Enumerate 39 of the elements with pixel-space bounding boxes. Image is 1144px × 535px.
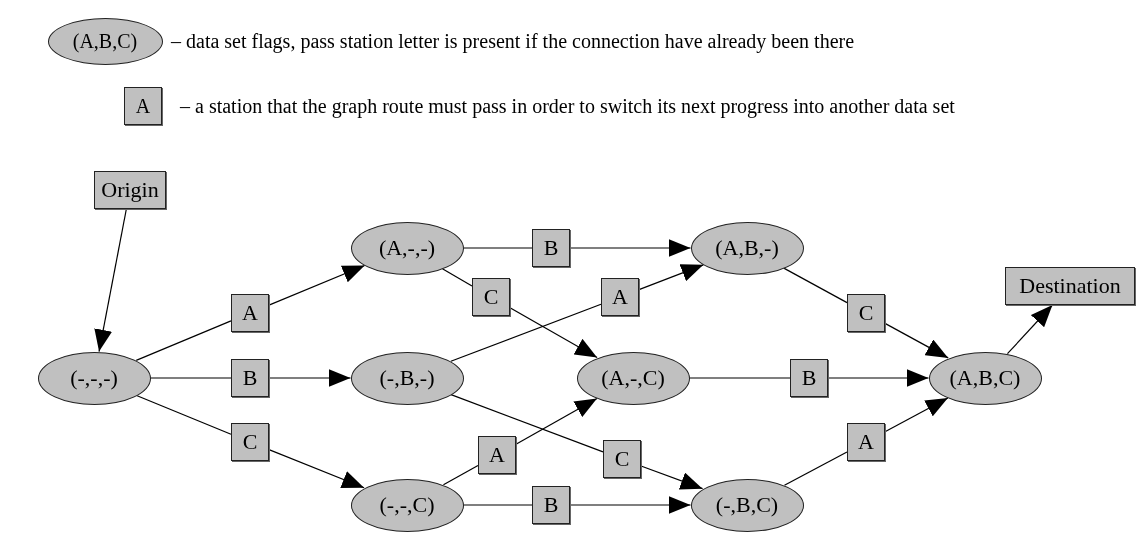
- arrow: [638, 264, 704, 291]
- station-box: A: [601, 278, 639, 316]
- arrow: [94, 208, 127, 353]
- arrow: [569, 496, 692, 514]
- arrow: [884, 322, 949, 359]
- station-box: A: [478, 436, 516, 474]
- station-box: B: [532, 486, 570, 524]
- station-box: B: [532, 229, 570, 267]
- station-box: A: [231, 294, 269, 332]
- state-ellipse: (-,-,-): [37, 351, 151, 405]
- station-box: C: [847, 294, 885, 332]
- arrow: [268, 449, 365, 489]
- state-ellipse: (A,-,C): [576, 351, 690, 405]
- terminal-box: Destination: [1005, 267, 1135, 305]
- station-box: B: [790, 359, 828, 397]
- station-box: A: [847, 423, 885, 461]
- station-box: C: [603, 440, 641, 478]
- arrow: [640, 465, 704, 490]
- arrow: [884, 397, 949, 433]
- legend-description: – a station that the graph route must pass in order to switch its next progress into another data set: [180, 94, 956, 118]
- state-ellipse: (A,B,C): [47, 17, 163, 65]
- terminal-box: Origin: [94, 171, 166, 209]
- arrow: [268, 369, 352, 387]
- legend-description: – data set flags, pass station letter is present if the connection have already been there: [171, 29, 856, 53]
- arrow: [827, 369, 930, 387]
- state-ellipse: (A,-,-): [350, 221, 464, 275]
- station-box: C: [231, 423, 269, 461]
- station-box: B: [231, 359, 269, 397]
- station-box: C: [472, 278, 510, 316]
- state-ellipse: (-,-,C): [350, 478, 464, 532]
- state-ellipse: (A,B,-): [690, 221, 804, 275]
- arrow: [515, 397, 598, 445]
- state-ellipse: (-,B,-): [350, 351, 464, 405]
- state-ellipse: (A,B,C): [928, 351, 1042, 405]
- station-box: A: [124, 87, 162, 125]
- state-ellipse: (-,B,C): [690, 478, 804, 532]
- arrow: [569, 239, 692, 257]
- arrow: [509, 307, 598, 359]
- arrow: [268, 264, 366, 306]
